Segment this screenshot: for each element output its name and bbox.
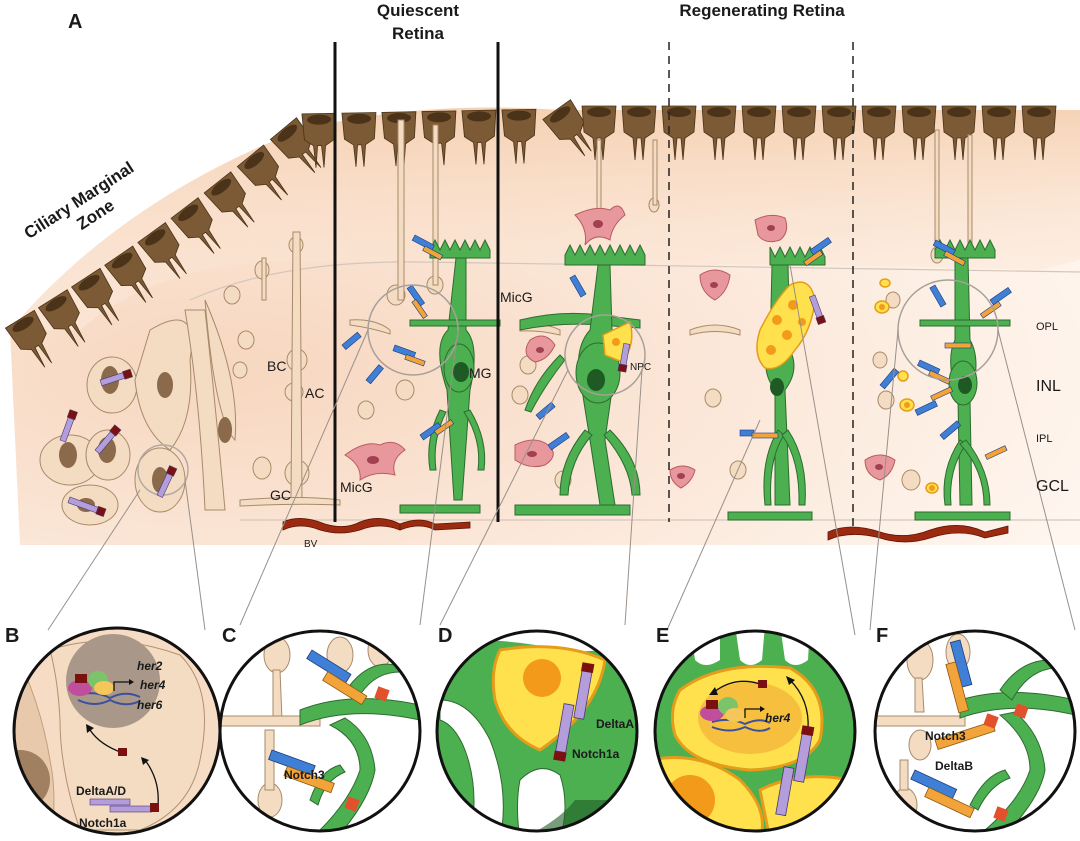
panel-letter-f: F [876,625,888,647]
panel-letter-c: C [222,625,236,647]
notch1a-delta-pairs [59,294,827,517]
photoreceptor-cell [581,105,617,161]
label-micg-regenerating: MicG [500,289,533,305]
photoreceptor-cell [781,105,817,161]
quiescent-title-line2: Retina [392,24,445,43]
panel-e: her4 E [653,625,857,833]
panel-d: DeltaA Notch1a D [435,625,639,833]
quiescent-title-line1: Quiescent [377,1,460,20]
panel-b-gene-her4: her4 [140,678,166,692]
label-npc: NPC [630,362,651,373]
panel-b-delta-bar [89,798,131,806]
photoreceptor-cell [37,289,86,347]
label-micg-quiescent: MicG [340,479,373,495]
panel-f-ligand-label: DeltaB [935,759,973,773]
label-bv: BV [304,539,318,550]
photoreceptor-cell [203,171,255,228]
panel-c-notch3-delta-pair [306,649,368,706]
panel-f: Notch3 DeltaB F [873,625,1077,833]
microglia-cells [344,205,896,489]
panel-b-gene-her6: her6 [137,698,163,712]
panel-b-notch-bar [109,805,153,813]
blood-vessels [282,518,1009,543]
label-bc: BC [267,358,286,374]
panel-d-delta-notch-pair [553,662,595,762]
cmz-progenitor-cells [39,299,237,526]
panel-letter-a: A [68,11,82,33]
photoreceptor-cell [901,105,937,161]
photoreceptor-cell [421,110,457,166]
layer-ipl: IPL [1036,433,1053,445]
photoreceptor-cell [4,309,53,368]
panel-d-ligand-label: DeltaA [596,717,634,731]
panel-f-notch3-delta-pair-1 [945,639,973,714]
notch3-delta-pairs [341,234,1012,460]
photoreceptor-cell [70,267,120,326]
panel-f-receptor-label: Notch3 [925,729,966,743]
label-ac: AC [305,385,324,401]
photoreceptor-cell [542,99,592,157]
microglia-nuclei [367,220,883,479]
label-gc: GC [270,487,291,503]
panel-b-gene-her2: her2 [137,659,163,673]
panel-b-ligand-label: DeltaA/D [76,784,126,798]
photoreceptor-outer-zone [10,107,1080,330]
photoreceptor-cell [461,109,497,165]
npc-nuclei [612,300,935,491]
retinal-neurons [223,119,973,507]
panel-d-receptor-label: Notch1a [572,747,620,761]
panel-letter-d: D [438,625,452,647]
photoreceptor-cell [137,221,187,279]
layer-inl: INL [1036,378,1061,395]
panel-c-notch3-delta-pair-2 [268,749,335,794]
muller-glia-nuclei [453,362,972,396]
layer-opl: OPL [1036,321,1058,333]
photoreceptor-cell [341,112,377,167]
zoom-connector-lines [47,264,1076,636]
photoreceptor-cell [170,197,221,254]
panel-letter-e: E [656,625,669,647]
photoreceptor-layer [4,99,1057,368]
panel-c: Notch3 C [218,625,422,833]
photoreceptor-cell [941,105,977,161]
photoreceptor-cell [701,105,737,161]
panel-b: her2 her4 her6 DeltaA/D Notch1a B [5,625,222,836]
panel-b-receptor-label: Notch1a [79,816,127,830]
panel-e-gene-her4: her4 [765,711,791,725]
photoreceptor-cell [621,105,657,161]
panel-f-deltab-pair [910,769,975,819]
photoreceptor-cell [661,105,697,161]
photoreceptor-cell [981,105,1017,161]
panel-b-transcription-complex [68,680,92,696]
panel-e-notch-pair [775,725,815,817]
photoreceptor-cell [236,144,289,201]
panel-letter-b: B [5,625,19,647]
photoreceptor-cell [861,105,897,161]
photoreceptor-cell [821,105,857,161]
panel-b-promoter-arrow [113,681,129,691]
label-mg: MG [469,365,492,381]
regenerating-title: Regenerating Retina [679,1,845,20]
photoreceptor-cell [741,105,777,161]
panel-c-receptor-label: Notch3 [284,768,325,782]
photoreceptor-cell [501,108,537,164]
layer-gcl: GCL [1036,478,1069,495]
photoreceptor-cell [104,245,153,303]
photoreceptor-cell [1021,105,1057,161]
